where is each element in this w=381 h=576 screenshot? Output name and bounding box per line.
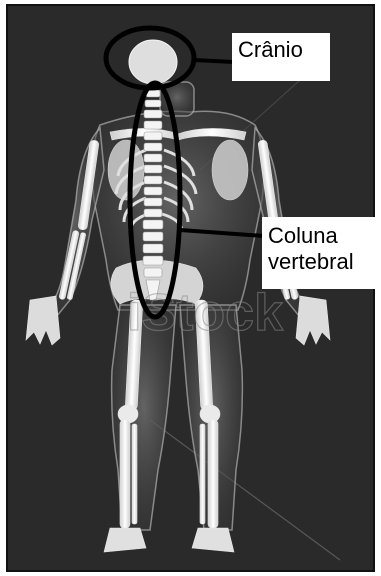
spine — [143, 90, 163, 300]
label-cranio: Crânio — [232, 33, 330, 81]
skull — [129, 40, 177, 84]
skull-pointer-line — [194, 60, 234, 62]
light-streak — [150, 420, 340, 560]
label-coluna-vertebral: Coluna vertebral — [262, 217, 381, 289]
label-coluna-line2: vertebral — [268, 249, 375, 275]
label-cranio-text: Crânio — [238, 37, 303, 62]
label-coluna-line1: Coluna — [268, 223, 375, 249]
